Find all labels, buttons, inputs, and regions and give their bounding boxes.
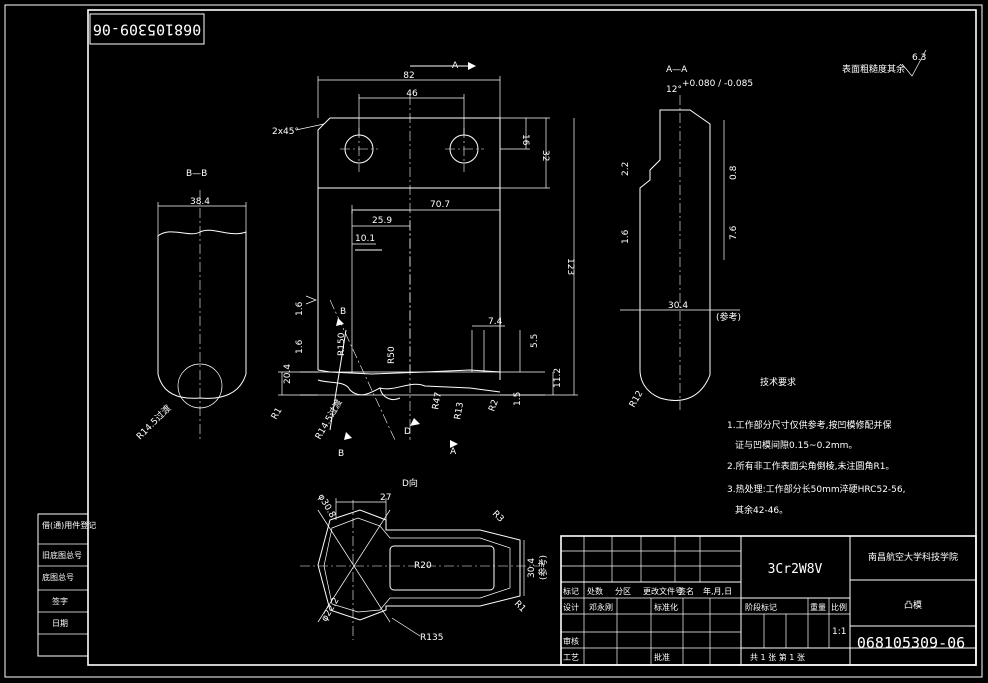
requirements-title: 技术要求 (760, 376, 796, 388)
aa-2-2: 2.2 (621, 162, 631, 176)
requirement-line-4: 3.热处理:工作部分长50mm淬硬HRC52-56, (727, 483, 905, 495)
dim-32: 32 (540, 150, 550, 161)
section-aa-label: A—A (666, 65, 688, 75)
title-block: 标记 处数 分区 更改文件号 签名 年,月,日 设计 邓永刚 标准化 审核 工艺… (560, 535, 977, 666)
dim-r4-front: R14.5过渡 (312, 397, 345, 441)
tb-zone: 分区 (615, 587, 631, 596)
cut-b-bottom: B (338, 449, 344, 459)
dim-10-4: 20.4 (283, 364, 293, 384)
dim-27: 27 (380, 493, 391, 503)
dim-r135: R135 (420, 633, 443, 643)
side-row-4: 签字 (52, 596, 68, 606)
tb-doc: 更改文件号 (643, 586, 683, 596)
front-view: A A B B D 82 46 2x45° 16 32 123 70.7 25.… (270, 61, 578, 459)
dim-chamfer: 2x45° (272, 127, 299, 137)
material: 3Cr2W8V (768, 562, 823, 577)
dim-10-1: 10.1 (355, 234, 375, 244)
aa-ref: (参考) (716, 311, 741, 323)
aa-angle: 12° (666, 85, 682, 95)
tb-std: 标准化 (654, 602, 678, 612)
dim-11-2: 11.2 (553, 368, 563, 388)
requirement-line-1: 1.工作部分尺寸仅供参考,按凹模修配并保 (727, 419, 891, 431)
dim-r1: R1 (270, 406, 285, 421)
dim-1-5: 1.5 (513, 392, 523, 406)
aa-r12: R12 (628, 389, 646, 409)
technical-requirements: 技术要求 1.工作部分尺寸仅供参考,按凹模修配并保 证与凹模间隙0.15~0.2… (727, 376, 905, 516)
sheet-info: 共 1 张 第 1 张 (750, 652, 805, 662)
tb-design: 设计 (563, 602, 579, 612)
cut-a-top: A (452, 61, 459, 71)
aa-30-4: 30.4 (668, 301, 688, 311)
dim-r13: R13 (453, 401, 466, 420)
rough-1-6-front: 1.6 (295, 339, 305, 354)
roughness-note-text: 表面粗糙度其余 (842, 63, 905, 75)
dim-82: 82 (403, 71, 414, 81)
outer-frame (4, 4, 983, 678)
dim-r3: R3 (490, 509, 506, 525)
dim-7-4: 7.4 (488, 317, 503, 327)
dim-phi22: φ22.2 (320, 596, 342, 624)
dim-5-5: 5.5 (530, 334, 540, 348)
cut-b-top: B (340, 307, 346, 317)
side-row-5: 日期 (52, 619, 68, 628)
side-row-3: 底图总号 (42, 572, 74, 582)
view-d: D向 27 R3 R1 R20 R135 30.4 (参考) φ22.2 φ30… (300, 477, 549, 643)
requirement-line-3: 2.所有非工作表面尖角倒棱,未注圆角R1。 (727, 460, 894, 472)
rotated-drawing-number: 068105309-06 (93, 21, 201, 39)
dim-16: 16 (520, 134, 530, 146)
dim-46: 46 (406, 89, 418, 99)
dim-phi30: φ30.8 (315, 493, 337, 521)
section-bb-label: B—B (186, 169, 207, 179)
section-bb: B—B 38.4 R14.5过渡 (134, 169, 247, 442)
view-d-label: D向 (402, 477, 418, 489)
inner-frame (87, 9, 977, 666)
dim-r14-bb: R14.5过渡 (134, 402, 174, 442)
requirement-line-5: 其余42-46。 (735, 504, 788, 516)
roughness-note: 表面粗糙度其余 6.3 (842, 49, 926, 77)
dim-123: 123 (565, 258, 575, 275)
cut-a-bottom: A (450, 447, 457, 457)
side-row-1: 借(通)用件登记 (42, 520, 96, 530)
side-block: 借(通)用件登记 旧底图总号 底图总号 签字 日期 (37, 513, 96, 657)
dim-25-9: 25.9 (372, 216, 392, 226)
aa-tol: +0.080 / -0.085 (682, 79, 753, 89)
cut-d: D (404, 427, 411, 437)
tb-sign: 签名 (678, 586, 694, 596)
drawing-number: 068105309-06 (857, 634, 965, 652)
dim-ref-d: (参考) (537, 555, 549, 580)
aa-7-6: 7.6 (729, 225, 739, 240)
tb-review: 审核 (563, 636, 579, 646)
dim-30-4-d: 30.4 (527, 558, 537, 578)
tb-approve: 批准 (654, 652, 670, 662)
rough-1-6-side: 1.6 (295, 301, 305, 316)
tb-count: 处数 (587, 586, 603, 596)
dim-r2: R2 (487, 398, 500, 413)
tb-mark: 标记 (563, 586, 579, 596)
dim-r20: R20 (414, 561, 432, 571)
part-name: 凸模 (904, 600, 922, 611)
tb-stage: 阶段标记 (745, 602, 777, 612)
rotated-number-box: 068105309-06 (89, 13, 205, 45)
tb-process: 工艺 (563, 653, 579, 662)
tb-date: 年,月,日 (703, 586, 732, 596)
tb-scale-label: 比例 (831, 602, 847, 612)
dim-70-7: 70.7 (430, 200, 450, 210)
dim-r1-d: R1 (512, 599, 528, 615)
dim-r47: R47 (431, 391, 444, 410)
school-name: 南昌航空大学科技学院 (868, 551, 958, 563)
rough-1-6-aa: 1.6 (621, 229, 631, 244)
tb-designer: 邓永刚 (589, 602, 613, 612)
requirement-line-2: 证与凹模间隙0.15~0.2mm。 (735, 439, 857, 451)
side-row-2: 旧底图总号 (42, 550, 82, 560)
rough-0-8-aa: 0.8 (729, 165, 739, 180)
dim-r50: R50 (387, 346, 397, 364)
dim-r150: R150 (337, 332, 347, 356)
dim-38-4: 38.4 (190, 197, 210, 207)
section-aa: A—A 12° +0.080 / -0.085 30.4 (参考) R12 1.… (620, 65, 753, 410)
tb-weight: 重量 (810, 602, 826, 612)
roughness-value: 6.3 (912, 53, 926, 63)
scale-value: 1:1 (832, 627, 846, 637)
